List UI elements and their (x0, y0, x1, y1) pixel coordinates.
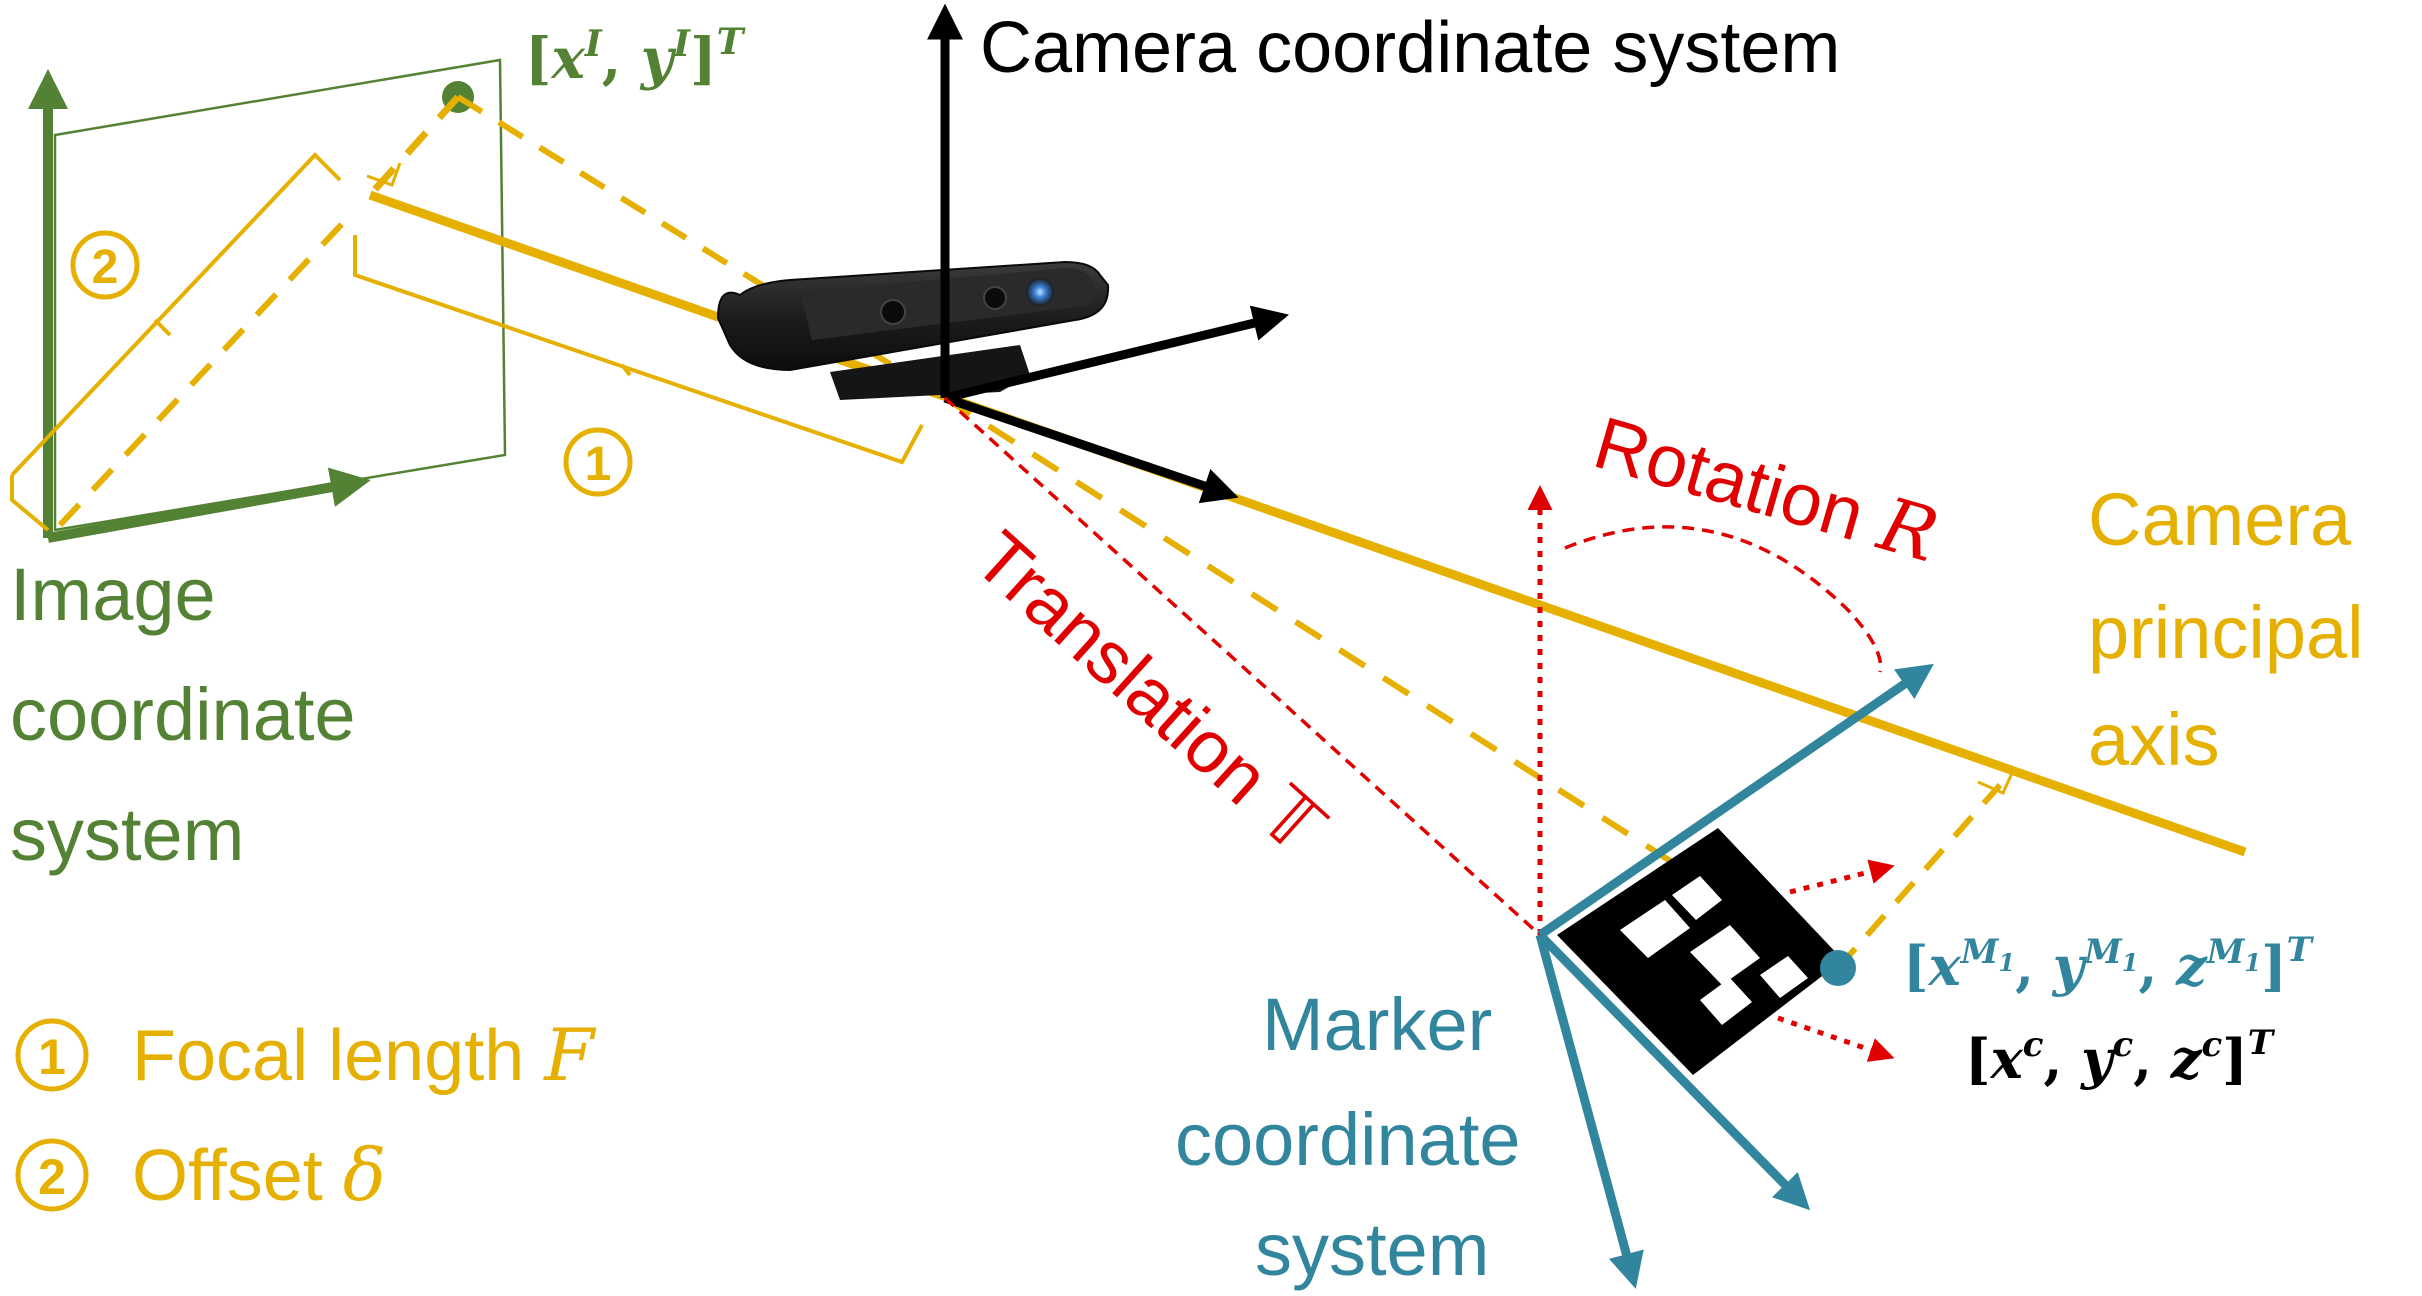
svg-text:Focal length F: Focal length F (132, 1013, 597, 1097)
camera-lens-right (983, 286, 1007, 310)
axis-label-line-2: principal (2088, 591, 2364, 674)
marker-normal-arrow-lower (1777, 1015, 1895, 1062)
svg-text:Offset δ: Offset δ (132, 1133, 386, 1217)
marker-axis-right-arrow (1536, 931, 1811, 1211)
image-plane-frame (53, 58, 507, 532)
image-plane (28, 58, 507, 543)
offset-brace (10, 152, 342, 532)
translation-label: Translation 𝕋 (958, 514, 1340, 870)
marker-point-label: [xM1, yM1, zM1]T (1903, 930, 2315, 998)
image-coordinate-system-label: Image coordinate system (10, 553, 356, 876)
image-origin-to-principal-ray (57, 207, 358, 528)
translation-line (943, 396, 1542, 937)
circled-number-one: 1 (563, 427, 633, 497)
depth-camera (716, 260, 1110, 400)
svg-text:1: 1 (38, 1029, 66, 1085)
focal-length-brace (353, 235, 924, 465)
axis-label-line-3: axis (2088, 698, 2220, 781)
camera-lens-rgb (1026, 278, 1054, 306)
marker-axis-up-arrow (1537, 663, 1934, 939)
marker-label-line-1: Marker (1262, 983, 1492, 1066)
svg-text:1: 1 (585, 438, 612, 491)
right-angle-mark-image (366, 162, 402, 187)
legend-item-offset: 2 Offset δ (15, 1133, 386, 1217)
marker-axis-down-arrow (1535, 933, 1644, 1289)
camera-point-label: [xc, yc, zc]T (1965, 1023, 2276, 1091)
marker-label-line-2: coordinate (1175, 1098, 1521, 1181)
image-label-line-1: Image (10, 553, 216, 636)
marker-label-line-3: system (1255, 1208, 1489, 1291)
aruco-marker (1557, 828, 1843, 1075)
image-label-line-3: system (10, 793, 244, 876)
image-label-line-2: coordinate (10, 673, 356, 756)
camera-axes (927, 3, 1289, 504)
svg-text:2: 2 (38, 1149, 66, 1205)
marker-pattern-block-1 (1620, 900, 1690, 958)
image-point-label: [xI, yI]T (525, 21, 746, 92)
marker-normal-arrow-upper (1789, 859, 1895, 895)
right-angle-mark-marker (1977, 770, 2015, 795)
camera-x-axis-arrow (943, 305, 1289, 403)
marker-point-dot (1820, 950, 1856, 986)
marker-pattern-block-4 (1700, 978, 1752, 1025)
center-to-marker-ray (943, 395, 1840, 971)
marker-pattern-block-5 (1760, 956, 1808, 998)
image-x-axis-arrow (47, 467, 371, 543)
extrinsic-transform (943, 396, 1895, 1062)
axis-label-line-1: Camera (2088, 478, 2352, 561)
marker-pattern-block-3 (1690, 925, 1760, 985)
svg-text:2: 2 (92, 241, 119, 294)
camera-principal-axis-label: Camera principal axis (2088, 478, 2364, 781)
camera-lens-left (880, 299, 906, 325)
marker-coordinate-system-label: Marker coordinate system (1175, 983, 1521, 1291)
camera-z-axis-arrow (943, 393, 1239, 504)
legend: 1 Focal length F 2 Offset δ (15, 1013, 597, 1217)
circled-number-two: 2 (70, 230, 140, 300)
marker-pattern-block-2 (1672, 876, 1722, 920)
marker-axes (1535, 663, 1934, 1289)
rotation-arc (1564, 525, 1883, 673)
camera-coordinate-system-label: Camera coordinate system (980, 8, 1840, 88)
principal-point-offset-line (367, 94, 461, 198)
legend-item-focal-length: 1 Focal length F (15, 1013, 597, 1097)
camera-principal-axis-line (368, 190, 2247, 857)
projection-geometry (10, 94, 2247, 971)
